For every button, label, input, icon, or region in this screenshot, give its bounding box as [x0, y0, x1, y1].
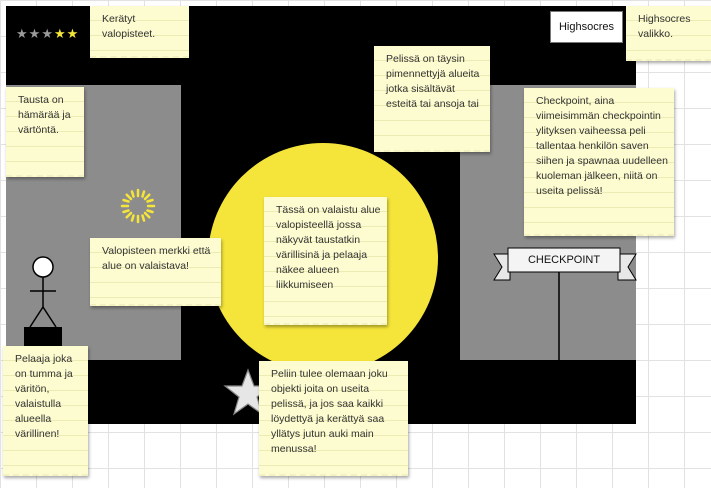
note-collected-points: Kerätyt valopisteet. — [90, 6, 189, 58]
star-empty-icon: ★ — [41, 26, 54, 41]
note-checkpoint: Checkpoint, aina viimeisimmän checkpoint… — [524, 88, 674, 236]
note-collectible: Peliin tulee olemaan joku objekti joita … — [259, 361, 408, 476]
note-light-point: Valopisteen merkki että alue on valaista… — [90, 238, 221, 306]
note-player: Pelaaja joka on tumma ja väritön, valais… — [3, 346, 88, 476]
note-highscores-menu: Highsocres valikko. — [626, 6, 711, 61]
checkpoint-flag — [493, 247, 637, 360]
note-lit-area: Tässä on valaistu alue valopisteellä jos… — [264, 197, 387, 325]
star-rating: ★★★★★ — [16, 27, 79, 41]
star-empty-icon: ★ — [16, 26, 29, 41]
checkpoint-label: CHECKPOINT — [527, 254, 601, 266]
player-figure — [24, 256, 62, 347]
star-empty-icon: ★ — [28, 26, 42, 41]
star-filled-icon: ★ — [53, 26, 67, 41]
note-dark-areas: Pelissä on täysin pimennettyjä alueita j… — [374, 46, 490, 152]
light-point-icon — [120, 188, 156, 224]
note-background: Tausta on hämärää ja värtöntä. — [6, 87, 84, 177]
highscores-button[interactable]: Highsocres — [550, 11, 623, 43]
star-filled-icon: ★ — [66, 26, 80, 41]
